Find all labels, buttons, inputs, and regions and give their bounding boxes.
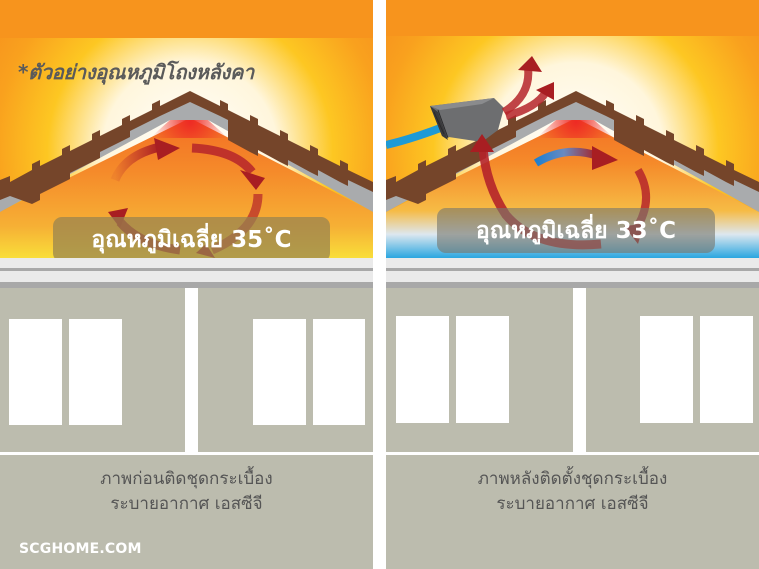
window-pane [700,316,753,423]
ceiling-line [386,268,759,271]
window-pane [253,319,306,425]
panel-divider [373,0,386,569]
ceiling-line [386,282,759,288]
floor-line [0,452,373,455]
floor-line [386,452,759,455]
before-caption-line2: ระบายอากาศ เอสซีจี [110,494,263,514]
hot-air-exhaust-arrows [501,56,554,120]
house-pillar [573,288,586,452]
before-panel: *ตัวอย่างอุณหภูมิโถงหลังคา อุณหภูมิเฉลี่… [0,0,373,569]
brand-watermark: SCGHOME.COM [19,541,142,557]
window-pane [9,319,62,425]
after-panel: อุณหภูมิเฉลี่ย 33˚C ภาพหลังติดตั้งชุดกระ… [386,0,759,569]
after-caption-line2: ระบายอากาศ เอสซีจี [496,494,649,514]
ventilation-tile-device [430,98,504,142]
window-pane [313,319,365,425]
after-caption-line1: ภาพหลังติดตั้งชุดกระเบื้อง [477,469,668,489]
roof-temperature-example-note: *ตัวอย่างอุณหภูมิโถงหลังคา [18,60,254,84]
before-caption: ภาพก่อนติดชุดกระเบื้อง ระบายอากาศ เอสซีจ… [0,467,373,517]
ceiling-line [0,268,373,271]
before-caption-line1: ภาพก่อนติดชุดกระเบื้อง [100,469,273,489]
window-pane [69,319,122,425]
before-average-temperature-badge: อุณหภูมิเฉลี่ย 35˚C [53,217,330,262]
window-pane [640,316,693,423]
house-pillar [185,288,198,452]
window-pane [456,316,509,423]
after-average-temperature-badge: อุณหภูมิเฉลี่ย 33˚C [437,208,715,253]
ceiling-line [0,282,373,288]
ceiling-strip [386,258,759,288]
window-pane [396,316,449,423]
ceiling-strip [0,258,373,288]
after-caption: ภาพหลังติดตั้งชุดกระเบื้อง ระบายอากาศ เอ… [386,467,759,517]
